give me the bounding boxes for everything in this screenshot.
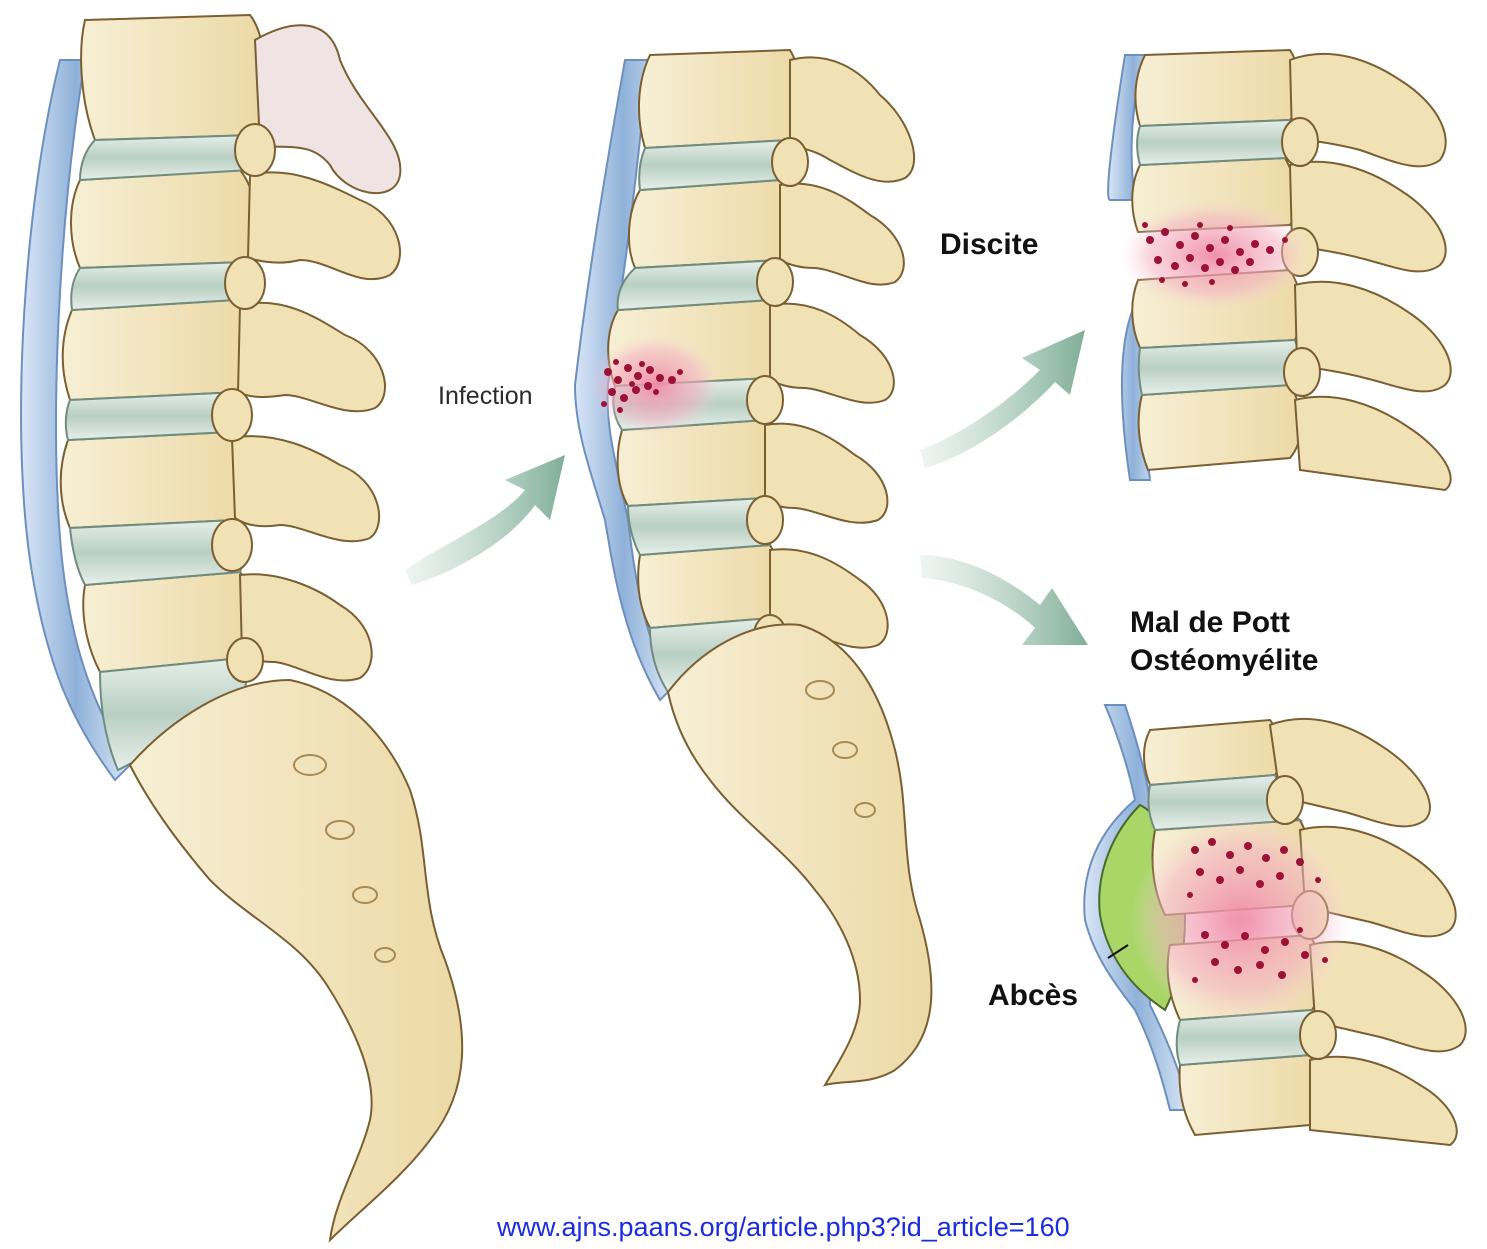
progression-arrow <box>405 455 565 585</box>
inflammation-zone <box>1130 815 1350 1025</box>
sacrum <box>130 680 462 1240</box>
progression-arrow-to-pott <box>920 555 1088 645</box>
source-link[interactable]: www.ajns.paans.org/article.php3?id_artic… <box>497 1212 1070 1243</box>
infected-spine <box>575 50 931 1085</box>
healthy-spine <box>21 15 462 1240</box>
discite-label: Discite <box>940 230 1038 260</box>
posterior-elements <box>1282 54 1451 490</box>
discite-spine-detail <box>1108 50 1451 490</box>
pott-spine-detail <box>1084 705 1465 1145</box>
mal-de-pott-line2: Ostéomyélite <box>1130 642 1318 680</box>
inflamed-disc <box>1120 200 1310 310</box>
progression-arrow-to-discite <box>920 330 1085 468</box>
sacrum <box>668 624 931 1085</box>
mal-de-pott-label: Mal de Pott Ostéomyélite <box>1130 604 1318 679</box>
inflammation-zone <box>590 335 720 435</box>
infection-label: Infection <box>438 384 533 409</box>
mal-de-pott-line1: Mal de Pott <box>1130 604 1318 642</box>
abces-label: Abcès <box>988 981 1078 1011</box>
